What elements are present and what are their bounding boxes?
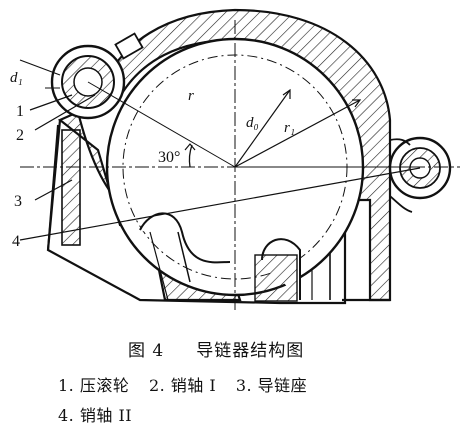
legend-item-1: 1. 压滚轮 [58,376,130,395]
legend-row-2: 4. 销轴 II [58,402,458,426]
pin-right [388,136,452,213]
label-d0: d₀ [246,115,259,131]
figure-title: 导链器结构图 [196,341,305,361]
figure-caption: 图 4 导链器结构图 [128,336,428,361]
legend-item-4: 4. 销轴 II [58,406,133,425]
legend-item-3: 3. 导链座 [235,376,308,395]
label-d1: d₁ [10,70,23,86]
label-r: r [188,88,194,104]
legend-item-2: 2. 销轴 I [148,376,217,395]
figure-number: 图 4 [128,341,165,361]
dimension-lines [19,20,460,310]
label-r1: r₁ [284,120,295,136]
legend-row-1: 1. 压滚轮 2. 销轴 I 3. 导链座 [58,372,458,396]
label-item-4: 4 [12,233,20,250]
label-angle: 30° [158,149,180,166]
label-item-1: 1 [16,103,24,120]
label-item-2: 2 [16,127,24,144]
label-item-3: 3 [14,193,22,210]
